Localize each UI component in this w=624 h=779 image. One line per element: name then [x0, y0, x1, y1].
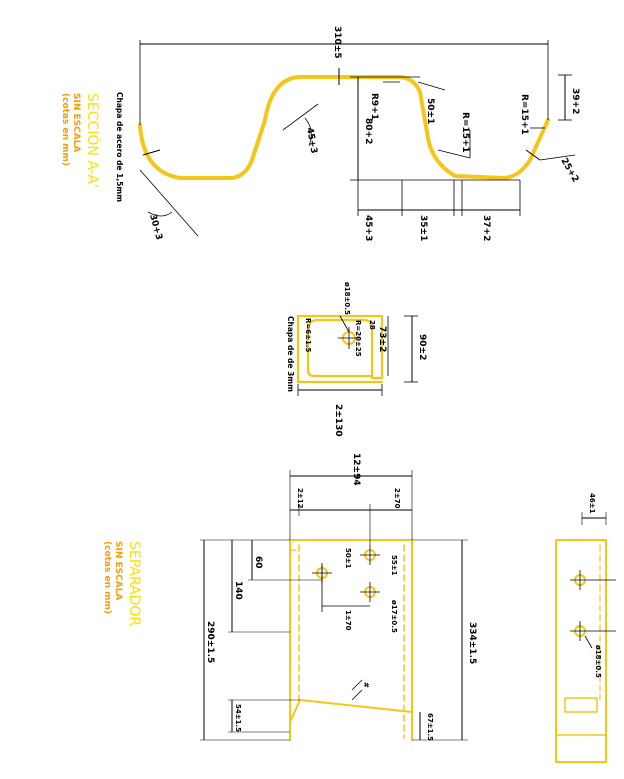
dim-bottom-left: 45+3	[363, 215, 373, 241]
plate-dim-width: 2±130	[333, 404, 343, 437]
sep-dim-pitch2: 55±1	[390, 555, 398, 576]
section-title: SECCIÓN A-A'	[84, 93, 102, 188]
dim-angle-45: 45+3	[304, 127, 318, 155]
plate-dim-hole: ø18±0.5	[343, 282, 351, 315]
small-part-group: ø18±0.5 46±1	[555, 493, 616, 763]
sep-dim-spacing: 1±70	[344, 610, 352, 631]
dim-web: 50±1	[425, 98, 435, 124]
plate-dim-offset: 28	[368, 320, 376, 330]
sep-hole-2	[360, 545, 380, 565]
plate-group: 2±130 90±2 73±2 28 R=20±25 ø18±0.5 R=6±1…	[286, 282, 427, 437]
plate-dim-r-corner: R=6±1.5	[304, 318, 312, 353]
sep-dim-end: 67±1.5	[426, 713, 434, 741]
dim-lip: 39+2	[570, 88, 580, 114]
sep-dim-290: 290±1.5	[205, 621, 215, 663]
plate-dim-height: 73±2	[377, 326, 387, 352]
sep-dim-top-b: 2±70	[393, 488, 401, 509]
sep-dim-60: 60	[253, 556, 263, 569]
section-marker-right	[525, 149, 541, 161]
small-hole-2	[570, 621, 616, 641]
sep-dim-54: 54±1.5	[234, 704, 242, 732]
small-dim-hole: ø18±0.5	[594, 645, 602, 678]
section-marker-left	[142, 149, 161, 156]
section-profile-group: 310±5 80+2 R9+1 50±1 R=15+1 R=15+1 39+2 …	[138, 26, 580, 241]
dim-lip-angle: 25+2	[558, 157, 580, 185]
sep-dim-overall: 12±94	[351, 453, 361, 486]
sep-hole-3	[360, 582, 380, 602]
section-material: Chapa de acero de 1,5mm	[115, 92, 124, 202]
plate-dim-total: 90±2	[417, 334, 427, 360]
sep-dim-140: 140	[233, 581, 243, 600]
plate-dim-r-inner: R=20±25	[354, 320, 362, 357]
section-units: (cotas en mm)	[60, 93, 70, 166]
small-hole-1	[570, 570, 616, 590]
dim-angle-30: 30+3	[147, 213, 163, 241]
dim-r-mid: R=15+1	[460, 112, 470, 153]
dim-overall: 310±5	[332, 26, 342, 59]
dim-bottom-right: 37+2	[481, 215, 491, 241]
section-scale: SIN ESCALA	[71, 93, 81, 152]
dim-bottom-mid: 35±1	[418, 215, 428, 241]
separador-scale: SIN ESCALA	[113, 541, 123, 600]
sep-dim-length: 334±1.5	[467, 622, 477, 664]
sep-dim-pitch: 50±1	[344, 548, 352, 569]
dim-r-top: R9+1	[369, 93, 379, 120]
separador-title: SEPARADOR	[126, 541, 142, 626]
section-profile	[138, 75, 550, 180]
plate-outline	[296, 314, 384, 380]
dim-r-flange: R=15+1	[519, 94, 529, 135]
small-dim-width: 46±1	[588, 493, 596, 514]
plate-material: Chapa de de 3mm	[286, 316, 295, 392]
svg-text:#: #	[362, 682, 370, 688]
separador-group: 50±1 55±1 1±70 ø17±0.5 # 12±94 2±12 2±70…	[200, 453, 477, 741]
sep-dim-hole-dia: ø17±0.5	[390, 600, 398, 633]
dim-height: 80+2	[363, 118, 373, 144]
separador-units: (cotas en mm)	[102, 541, 112, 614]
sep-dim-top-a: 2±12	[296, 488, 304, 509]
